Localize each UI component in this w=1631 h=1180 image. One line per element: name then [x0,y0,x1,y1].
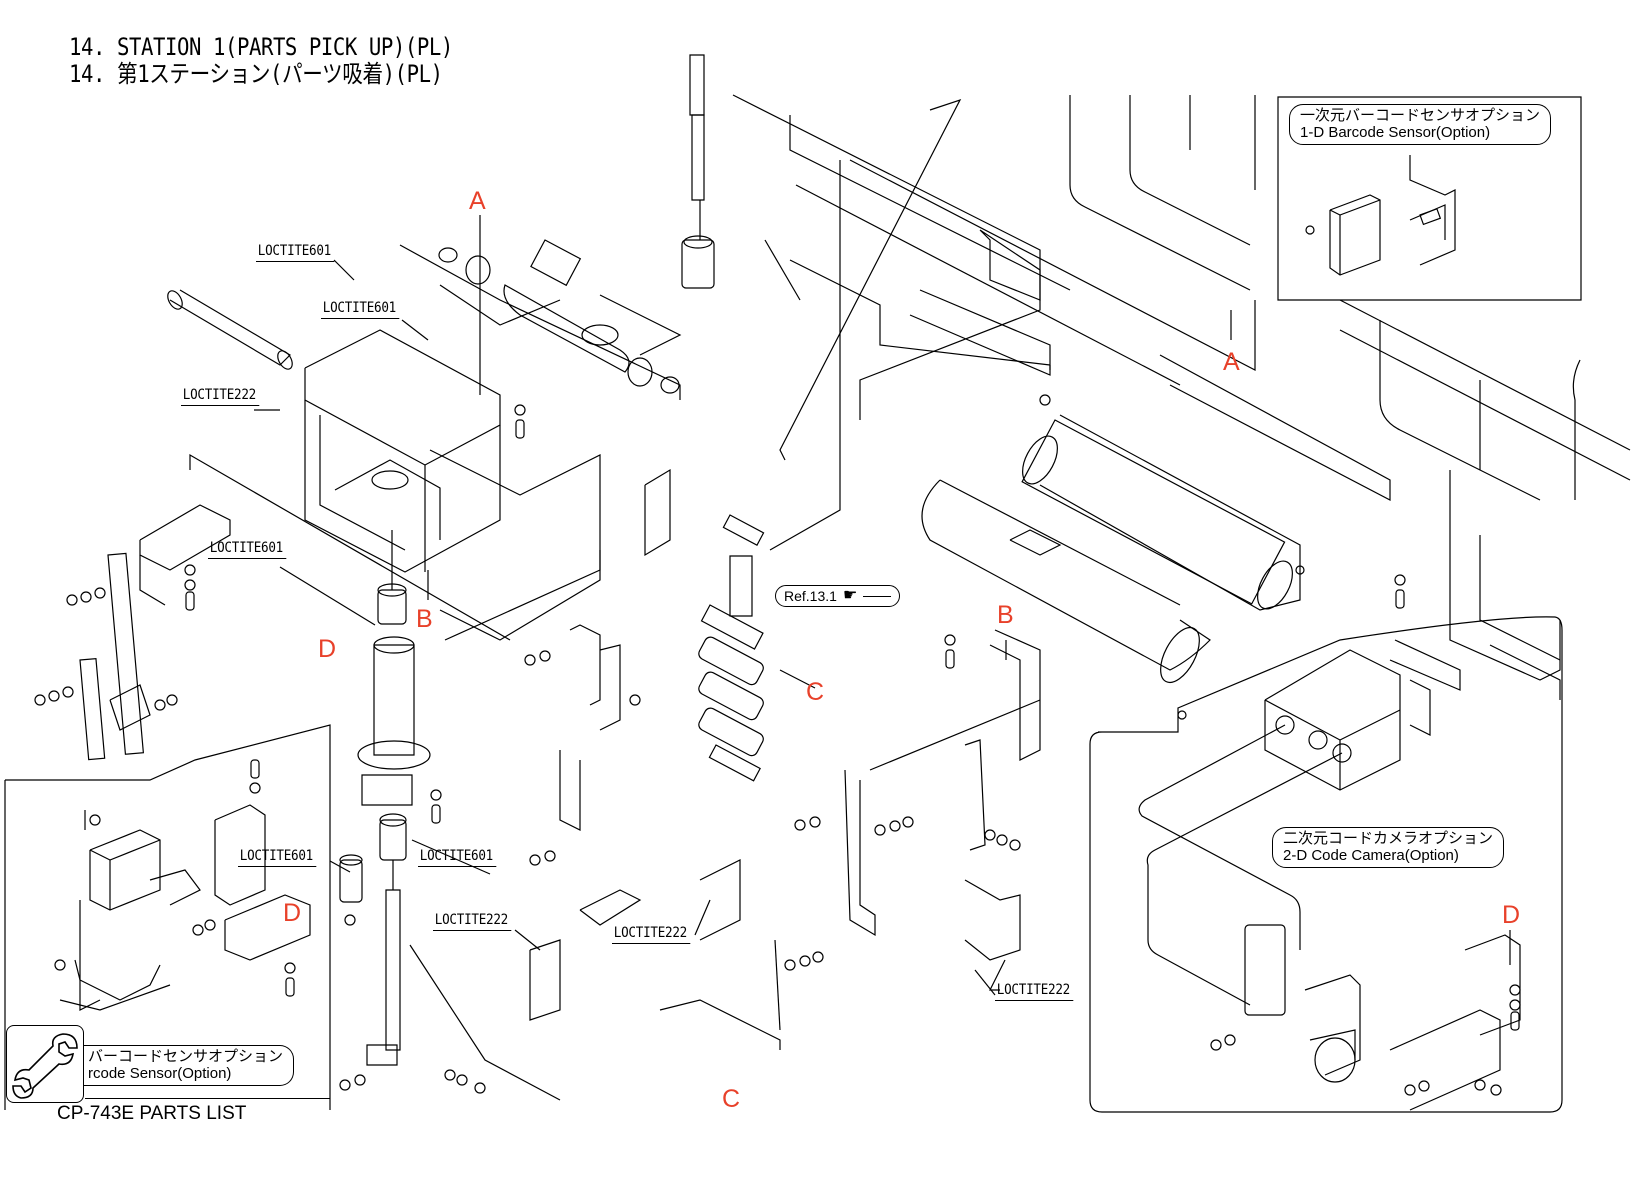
reference-text: Ref.13.1 [784,588,837,604]
loctite-note: LOCTITE222 [995,982,1074,1001]
loctite-note: LOCTITE601 [256,243,335,262]
callout-d: D [318,635,337,663]
loctite-note: LOCTITE601 [208,540,287,559]
leader-lines [254,215,1510,995]
camera-2d-option-ja: 二次元コードカメラオプション [1283,830,1494,847]
callout-b: B [997,601,1014,629]
barcode-1d-outline [1278,97,1581,300]
barcode-partial-option-ja: バーコードセンサオプション [88,1048,284,1065]
loctite-note: LOCTITE222 [433,912,512,931]
loctite-note: LOCTITE222 [612,925,691,944]
page-title-japanese: 14. 第1ステーション(パーツ吸着)(PL) [69,60,443,88]
reference-line [863,595,892,597]
barcode-partial-option-en: rcode Sensor(Option) [88,1065,232,1082]
station-block [165,245,680,640]
loctite-note: LOCTITE222 [181,387,260,406]
conveyor-rollers [922,355,1390,689]
fasteners [35,226,1520,1095]
pointing-hand-icon: ☛ [842,587,858,604]
sensor-assemblies [410,470,1040,1100]
loctite-note: LOCTITE601 [238,848,317,867]
footer-rule [85,1098,330,1099]
machine-frame [733,95,1630,680]
callout-c: C [806,678,825,706]
barcode-partial-option-label: バーコードセンサオプション rcode Sensor(Option) [64,1045,295,1086]
callout-a: A [469,187,486,215]
loctite-note: LOCTITE601 [418,848,497,867]
camera-2d-option-label: 二次元コードカメラオプション 2-D Code Camera(Option) [1272,827,1505,868]
loctite-note: LOCTITE601 [321,300,400,319]
callout-b: B [416,605,433,633]
callout-d: D [1502,901,1521,929]
document-footer: CP-743E PARTS LIST [57,1103,247,1124]
barcode-1d-option-label: 一次元バーコードセンサオプション 1-D Barcode Sensor(Opti… [1289,104,1552,145]
pickup-arm [439,55,714,393]
reference-label[interactable]: Ref.13.1 ☛ [775,585,901,607]
page-title-english: 14. STATION 1(PARTS PICK UP)(PL) [69,33,453,61]
camera-option-outline [1090,617,1562,1112]
callout-d: D [283,899,302,927]
left-brackets [80,455,510,760]
barcode-1d-option-ja: 一次元バーコードセンサオプション [1300,107,1541,124]
wrench-icon [6,1025,84,1103]
callout-a: A [1223,348,1240,376]
camera-2d-option-en: 2-D Code Camera(Option) [1283,847,1459,864]
central-shaft [340,530,430,1065]
barcode-1d-option-en: 1-D Barcode Sensor(Option) [1300,124,1491,141]
barcode-option-outline [5,725,330,1110]
callout-c: C [722,1085,741,1113]
